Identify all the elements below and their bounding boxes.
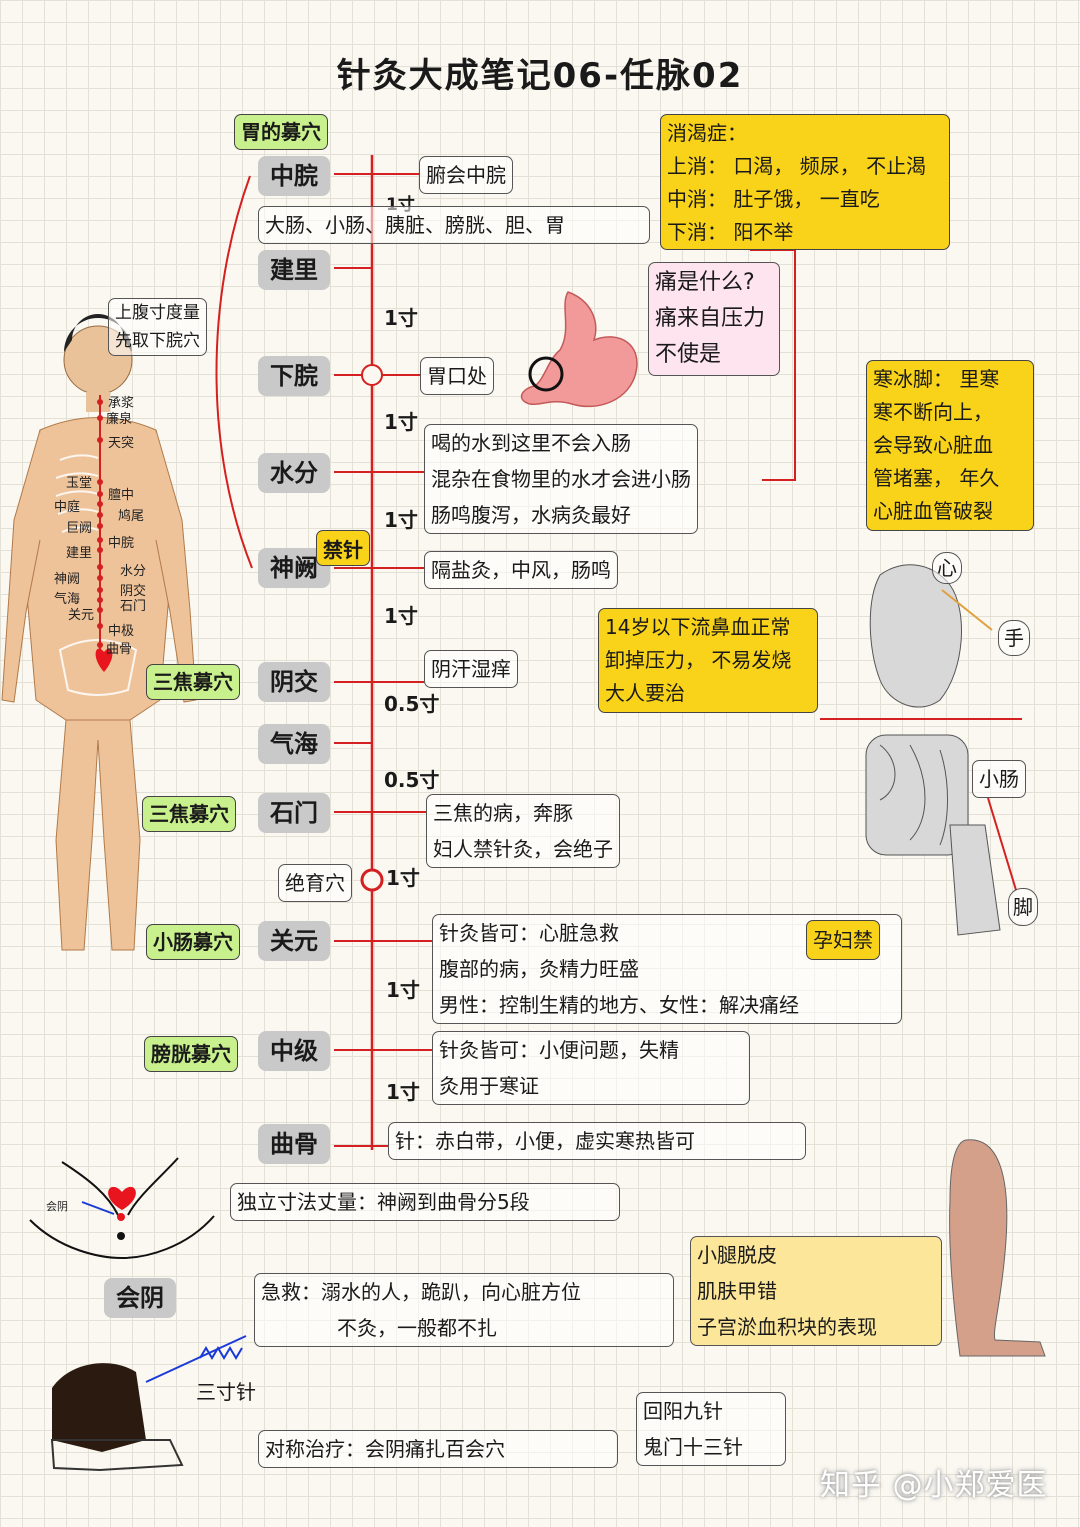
point-zhongwan: 中脘 xyxy=(258,156,330,196)
spacing-8: 1寸 xyxy=(386,866,420,890)
note-pregnant: 孕妇禁 xyxy=(806,920,880,960)
mu-label-sanjiao-2: 三焦募穴 xyxy=(142,796,236,832)
point-qihai: 气海 xyxy=(258,724,330,764)
spacing-10: 1寸 xyxy=(386,1080,420,1104)
body-label: 关元 xyxy=(68,608,95,623)
anatomy-heart: 心 xyxy=(932,552,962,584)
body-label: 石门 xyxy=(120,599,147,614)
note-yinjiao: 阴汗湿痒 xyxy=(424,650,518,688)
body-label: 阴交 xyxy=(120,584,147,599)
body-illustration xyxy=(1,314,197,951)
note-qugu: 针：赤白带，小便，虚实寒热皆可 xyxy=(388,1122,806,1160)
leg-illustration xyxy=(949,1139,1046,1357)
note-leg: 小腿脱皮 肌肤甲错 子宫淤血积块的表现 xyxy=(690,1236,942,1346)
anatomy-small-intestine: 小肠 xyxy=(972,760,1026,798)
note-zhongji: 针灸皆可：小便问题，失精 灸用于寒证 xyxy=(432,1031,750,1105)
spacing-4: 1寸 xyxy=(384,508,418,532)
point-guanyuan: 关元 xyxy=(258,921,330,961)
point-huiyin: 会阴 xyxy=(104,1278,176,1318)
point-xiawan: 下脘 xyxy=(258,356,330,396)
body-label: 巨阙 xyxy=(66,521,93,536)
point-qugu: 曲骨 xyxy=(258,1124,330,1164)
note-cold-foot: 寒冰脚： 里寒 寒不断向上， 会导致心脏血 管堵塞， 年久 心脏血管破裂 xyxy=(866,360,1034,531)
label-sancun: 三寸针 xyxy=(196,1380,256,1404)
mu-label-sanjiao-1: 三焦募穴 xyxy=(146,664,240,700)
note-duli: 独立寸法丈量：神阙到曲骨分5段 xyxy=(230,1183,620,1221)
note-fuhui: 腑会中脘 xyxy=(419,156,513,194)
body-label: 气海 xyxy=(54,592,81,607)
note-xiaoke: 消渴症： 上消： 口渴， 频尿， 不止渴 中消： 肚子饿， 一直吃 下消： 阳不… xyxy=(660,114,950,250)
organ-illustration xyxy=(865,564,1001,936)
point-zhongji: 中级 xyxy=(258,1031,330,1071)
mu-label-stomach: 胃的募穴 xyxy=(234,114,328,150)
mu-label-small-intestine: 小肠募穴 xyxy=(146,924,240,960)
mu-label-bladder: 膀胱募穴 xyxy=(144,1036,238,1072)
anatomy-foot: 脚 xyxy=(1008,888,1038,926)
note-huiyang: 回阳九针 鬼门十三针 xyxy=(636,1392,786,1466)
body-label: 鸠尾 xyxy=(118,509,145,524)
note-shimen: 三焦的病，奔豚 妇人禁针灸，会绝子 xyxy=(426,794,620,868)
point-jianli: 建里 xyxy=(258,250,330,290)
body-label: 玉堂 xyxy=(66,476,93,491)
spacing-7: 0.5寸 xyxy=(384,768,440,792)
body-label: 中极 xyxy=(108,624,135,639)
point-yinjiao: 阴交 xyxy=(258,662,330,702)
watermark: 知乎 @小郑爱医 xyxy=(820,1468,1048,1503)
note-shenque: 隔盐灸，中风，肠鸣 xyxy=(424,551,618,589)
body-label: 中庭 xyxy=(54,500,81,515)
body-label: 天突 xyxy=(108,436,135,451)
body-label: 承浆 xyxy=(108,396,135,411)
note-guanyuan: 针灸皆可：心脏急救 腹部的病，灸精力旺盛 男性：控制生精的地方、女性：解决痛经 xyxy=(432,914,902,1024)
note-pain: 痛是什么? 痛来自压力 不使是 xyxy=(648,262,780,376)
note-nosebleed: 14岁以下流鼻血正常 卸掉压力， 不易发烧 大人要治 xyxy=(598,608,818,713)
note-water: 喝的水到这里不会入肠 混杂在食物里的水才会进小肠 肠鸣腹泻，水病灸最好 xyxy=(424,424,698,534)
spacing-2: 1寸 xyxy=(384,306,418,330)
body-label: 廉泉 xyxy=(106,412,133,427)
body-label: 建里 xyxy=(66,546,93,561)
huiyin-diagram xyxy=(29,1157,215,1260)
body-label: 神阙 xyxy=(54,572,81,587)
spacing-5: 1寸 xyxy=(384,604,418,628)
body-label: 膻中 xyxy=(108,488,135,503)
anatomy-hand: 手 xyxy=(998,620,1030,656)
note-symmetric: 对称治疗：会阴痛扎百会穴 xyxy=(258,1430,618,1468)
stomach-illustration xyxy=(520,291,638,408)
spacing-6: 0.5寸 xyxy=(384,692,440,716)
spacing-3: 1寸 xyxy=(384,410,418,434)
point-shimen: 石门 xyxy=(258,793,330,833)
page-title: 针灸大成笔记06-任脉02 xyxy=(336,56,744,96)
note-weikou: 胃口处 xyxy=(420,357,494,395)
spacing-9: 1寸 xyxy=(386,978,420,1002)
body-label: 水分 xyxy=(120,564,147,579)
anatomy-huiyin-small: 会阴 xyxy=(46,1200,68,1213)
note-upper-measure: 上腹寸度量 先取下脘穴 xyxy=(108,298,207,356)
note-organs: 大肠、小肠、胰脏、膀胱、胆、胃 xyxy=(258,206,650,244)
kneeling-figure xyxy=(50,1335,247,1472)
note-emergency: 急救：溺水的人，跪趴，向心脏方位 不灸，一般都不扎 xyxy=(254,1273,674,1347)
body-label: 中脘 xyxy=(108,536,135,551)
note-jueyu: 绝育穴 xyxy=(278,864,352,902)
point-shuifen: 水分 xyxy=(258,453,330,493)
label-jinzhen: 禁针 xyxy=(316,530,370,566)
body-label: 曲骨 xyxy=(106,642,133,657)
